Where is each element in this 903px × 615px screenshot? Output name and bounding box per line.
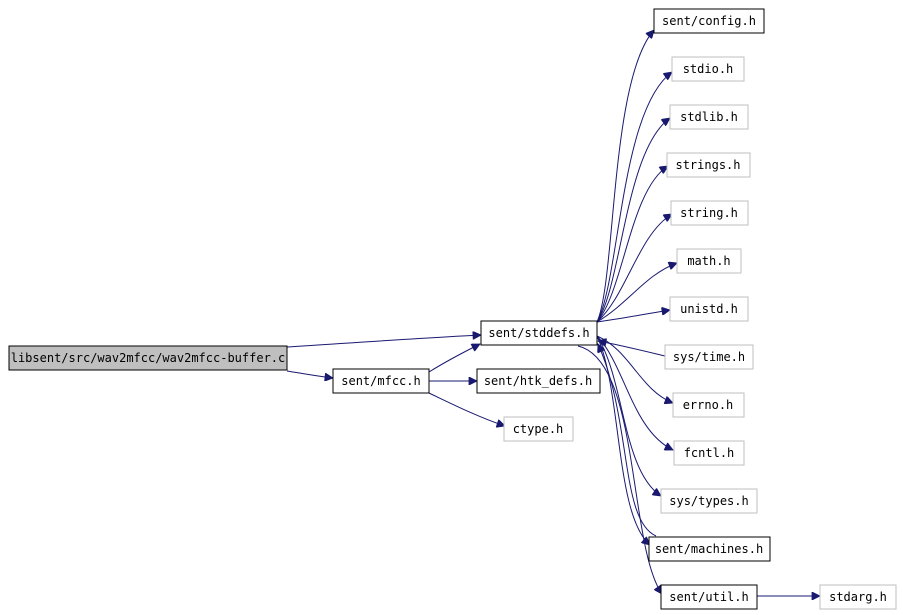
svg-text:libsent/src/wav2mfcc/wav2mfcc-: libsent/src/wav2mfcc/wav2mfcc-buffer.c xyxy=(11,351,286,365)
svg-text:sys/time.h: sys/time.h xyxy=(673,350,745,364)
svg-text:fcntl.h: fcntl.h xyxy=(684,446,735,460)
edge-stddefs-stdlib xyxy=(596,118,670,323)
svg-text:stdlib.h: stdlib.h xyxy=(680,110,738,124)
node-sys-time[interactable]: sys/time.h xyxy=(664,344,754,370)
edge-stddefs-string xyxy=(596,214,672,323)
edge-root-stddefs xyxy=(286,335,481,348)
svg-text:stdarg.h: stdarg.h xyxy=(829,590,887,604)
node-mfcc[interactable]: sent/mfcc.h xyxy=(332,368,430,394)
node-util[interactable]: sent/util.h xyxy=(660,584,758,610)
node-config[interactable]: sent/config.h xyxy=(653,8,765,34)
node-machines[interactable]: sent/machines.h xyxy=(648,536,771,562)
edges xyxy=(286,30,820,596)
edge-stddefs-stdio xyxy=(596,72,672,323)
node-math[interactable]: math.h xyxy=(676,248,742,274)
node-stdio[interactable]: stdio.h xyxy=(671,56,745,82)
edge-stddefs-errno xyxy=(596,335,673,403)
edge-stddefs-fcntl xyxy=(596,335,673,450)
edge-mfcc-ctype xyxy=(428,392,505,426)
node-unistd[interactable]: unistd.h xyxy=(669,296,749,322)
edge-mfcc-stddefs xyxy=(428,343,480,373)
svg-text:stdio.h: stdio.h xyxy=(683,62,734,76)
svg-text:math.h: math.h xyxy=(687,254,730,268)
svg-text:sent/mfcc.h: sent/mfcc.h xyxy=(341,374,420,388)
svg-text:string.h: string.h xyxy=(680,206,738,220)
edge-stddefs-strings xyxy=(596,166,668,323)
node-stdarg[interactable]: stdarg.h xyxy=(819,584,897,610)
edge-stddefs-config xyxy=(596,30,654,323)
svg-text:sent/util.h: sent/util.h xyxy=(669,590,748,604)
node-wav2mfcc-buffer[interactable]: libsent/src/wav2mfcc/wav2mfcc-buffer.c xyxy=(8,345,288,371)
node-htk-defs[interactable]: sent/htk_defs.h xyxy=(476,368,601,394)
node-errno[interactable]: errno.h xyxy=(672,392,745,418)
node-string[interactable]: string.h xyxy=(670,200,749,226)
svg-text:sent/stddefs.h: sent/stddefs.h xyxy=(488,326,589,340)
svg-text:sys/types.h: sys/types.h xyxy=(669,494,748,508)
node-strings[interactable]: strings.h xyxy=(666,152,751,178)
edge-stddefs-util xyxy=(577,345,662,594)
svg-text:sent/htk_defs.h: sent/htk_defs.h xyxy=(484,374,592,388)
edge-root-mfcc xyxy=(286,370,333,378)
svg-text:unistd.h: unistd.h xyxy=(680,302,738,316)
svg-text:sent/machines.h: sent/machines.h xyxy=(655,542,763,556)
edge-stddefs-systime xyxy=(598,341,666,357)
svg-text:errno.h: errno.h xyxy=(683,398,734,412)
edge-stddefs-systypes xyxy=(596,335,661,496)
edge-machines-stddefs xyxy=(598,344,657,537)
svg-text:sent/config.h: sent/config.h xyxy=(662,14,756,28)
node-fcntl[interactable]: fcntl.h xyxy=(673,440,745,466)
edge-stddefs-machines xyxy=(596,335,650,545)
node-stddefs[interactable]: sent/stddefs.h xyxy=(480,320,598,346)
edge-stddefs-math xyxy=(596,263,677,323)
node-ctype[interactable]: ctype.h xyxy=(503,416,574,442)
edge-stddefs-unistd xyxy=(596,310,670,323)
node-stdlib[interactable]: stdlib.h xyxy=(669,104,749,130)
node-sys-types[interactable]: sys/types.h xyxy=(660,488,758,514)
svg-text:strings.h: strings.h xyxy=(675,158,740,172)
svg-text:ctype.h: ctype.h xyxy=(513,422,564,436)
